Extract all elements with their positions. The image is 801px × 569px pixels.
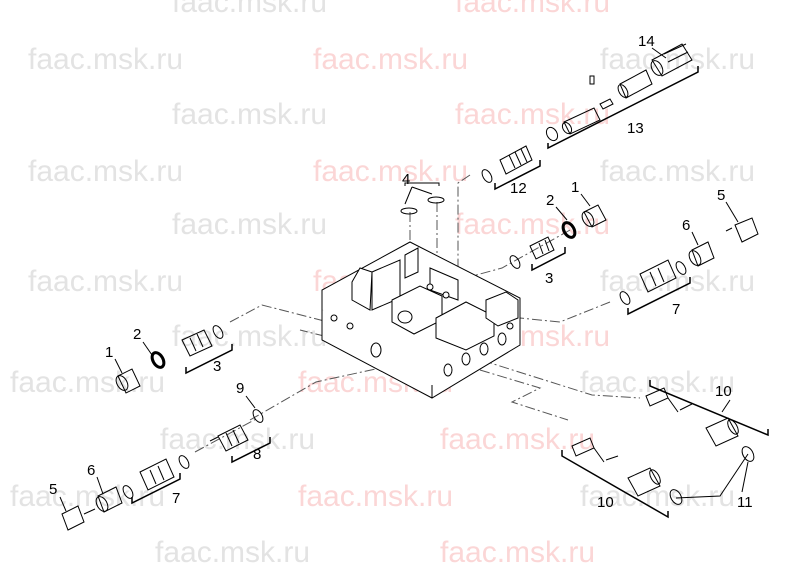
- parts-5-6-7-right: [618, 218, 758, 314]
- part-number-2: 2: [546, 192, 554, 209]
- part-number-3: 3: [545, 270, 553, 287]
- part-labels: 14 13 12 4 1 2 3 5 6 7 2 1 3 9 8 5 6 7 1…: [49, 33, 753, 511]
- part-number-2: 2: [133, 326, 141, 343]
- part-4-orings: [401, 183, 444, 214]
- part-number-5: 5: [49, 481, 57, 498]
- parts-8-9-left: [210, 408, 270, 462]
- label-leaders: [60, 48, 748, 511]
- part-14-cartridge: [649, 44, 692, 77]
- part-13-assembly: [544, 66, 698, 148]
- part-number-5: 5: [717, 187, 725, 204]
- part-number-7: 7: [172, 490, 180, 507]
- valve-body: [322, 242, 520, 398]
- leader-lines: [195, 175, 640, 452]
- part-number-10: 10: [597, 494, 614, 511]
- part-number-3: 3: [213, 358, 221, 375]
- parts-5-6-7-left: [62, 454, 191, 530]
- parts-1-2-3-right: [508, 205, 606, 270]
- part-number-1: 1: [571, 179, 579, 196]
- part-number-9: 9: [236, 380, 244, 397]
- part-number-11: 11: [737, 494, 753, 511]
- part-number-4: 4: [402, 171, 410, 188]
- part-number-14: 14: [638, 33, 655, 50]
- part-number-1: 1: [105, 344, 113, 361]
- parts-1-2-3-left: [114, 324, 232, 393]
- part-number-8: 8: [253, 446, 261, 463]
- part-number-10: 10: [715, 383, 732, 400]
- part-number-12: 12: [510, 180, 527, 197]
- part-number-6: 6: [682, 217, 690, 234]
- parts-10-11: [562, 380, 768, 517]
- part-number-13: 13: [627, 120, 644, 137]
- part-number-6: 6: [87, 462, 95, 479]
- part-12: [480, 146, 540, 189]
- part-number-7: 7: [672, 301, 680, 318]
